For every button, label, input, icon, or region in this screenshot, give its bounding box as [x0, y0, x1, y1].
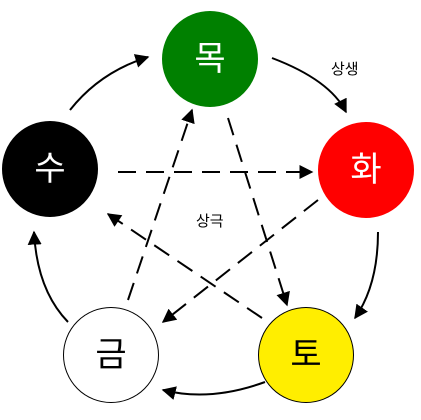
overcoming-label: 상극: [196, 212, 224, 230]
generating-edge-fire-earth: [354, 231, 379, 320]
generating-edge-water-wood: [69, 54, 150, 111]
node-fire: 화: [318, 122, 414, 218]
node-wood-label: 목: [194, 39, 226, 79]
node-earth: 토: [258, 307, 354, 403]
overcoming-edge-fire-metal: [161, 199, 319, 323]
node-wood: 목: [162, 11, 258, 107]
generating-edge-metal-water: [27, 230, 69, 323]
node-metal: 금: [63, 307, 159, 403]
generating-edge-wood-fire: [271, 57, 347, 114]
node-fire-label: 화: [350, 150, 382, 190]
overcoming-edge-wood-earth: [227, 117, 290, 307]
node-water: 수: [2, 121, 98, 217]
generating-label: 상생: [331, 60, 359, 78]
node-water-label: 수: [34, 149, 66, 189]
node-metal-label: 금: [95, 335, 127, 375]
overcoming-edge-metal-wood: [127, 108, 195, 301]
node-earth-label: 토: [290, 335, 322, 375]
generating-edge-earth-metal: [161, 381, 266, 400]
overcoming-edge-earth-water: [106, 213, 263, 319]
